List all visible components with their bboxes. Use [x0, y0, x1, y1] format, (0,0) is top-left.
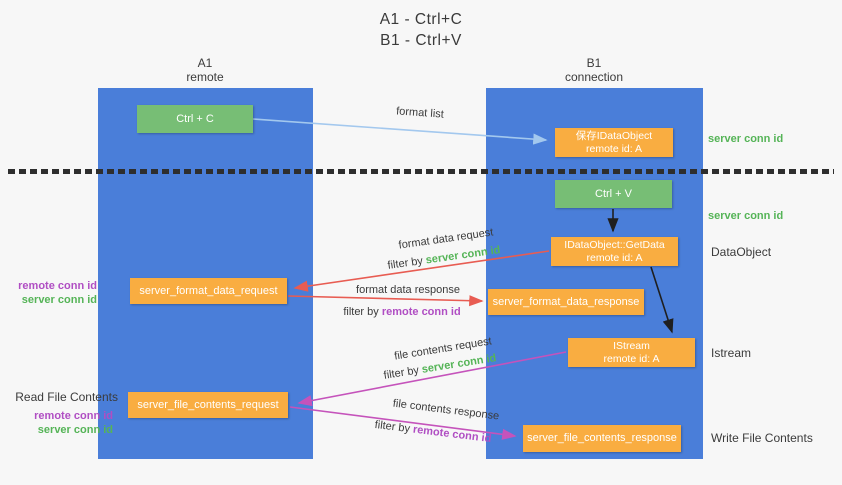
arrow-format-data-response — [287, 295, 484, 307]
lane-a1-role: remote — [186, 70, 224, 84]
node-server-format-data-request: server_format_data_request — [130, 278, 287, 304]
node-save-idataobject: 保存IDataObject remote id: A — [555, 128, 673, 157]
label-filter-remote-conn-1: filter by remote conn id — [332, 306, 472, 318]
lane-a1-name: A1 — [197, 56, 213, 70]
save-idataobject-line1: 保存IDataObject — [575, 129, 653, 142]
node-idataobject-getdata: IDataObject::GetData remote id: A — [551, 237, 678, 266]
format-response-label: server_format_data_response — [492, 295, 640, 308]
save-idataobject-line2: remote id: A — [585, 142, 643, 155]
node-ctrl-v: Ctrl + V — [555, 180, 672, 208]
node-ctrl-c: Ctrl + C — [137, 105, 253, 133]
label-read-file-contents: Read File Contents — [15, 390, 118, 404]
lane-header-b1: B1 connection — [539, 56, 649, 84]
label-conn-ids-left-1: remote conn id server conn id — [2, 279, 97, 307]
remote-conn-id-left-2: remote conn id — [34, 410, 113, 422]
format-request-label: server_format_data_request — [139, 284, 278, 297]
label-dataobject: DataObject — [711, 245, 772, 259]
filter-by-text-2: filter by — [343, 306, 382, 318]
title-line-1: A1 - Ctrl+C — [379, 11, 463, 28]
label-server-conn-id-mid: server conn id — [708, 210, 784, 222]
ctrl-c-label: Ctrl + C — [176, 112, 214, 125]
title-line-2: B1 - Ctrl+V — [380, 32, 462, 49]
node-server-file-contents-response: server_file_contents_response — [523, 425, 681, 452]
ctrl-v-label: Ctrl + V — [595, 187, 632, 200]
lane-header-a1: A1 remote — [150, 56, 260, 84]
label-istream: Istream — [711, 346, 752, 360]
label-format-data-response: format data response — [356, 284, 460, 296]
arrow-format-list — [252, 118, 548, 145]
arrow-format-data-request — [293, 250, 550, 292]
server-conn-id-left-2: server conn id — [37, 424, 113, 436]
remote-conn-id-left-1: remote conn id — [18, 280, 97, 292]
arrow-file-contents-request — [297, 351, 567, 407]
node-server-format-data-response: server_format_data_response — [488, 289, 644, 315]
label-write-file-contents: Write File Contents — [711, 431, 813, 445]
remote-conn-id-key-1: remote conn id — [381, 306, 461, 318]
getdata-line2: remote id: A — [586, 251, 643, 264]
session-separator-dotted-line — [8, 169, 834, 174]
lane-b1-name: B1 — [586, 56, 602, 70]
server-conn-id-left-1: server conn id — [21, 294, 97, 306]
file-request-label: server_file_contents_request — [137, 398, 279, 411]
label-conn-ids-left-2: remote conn id server conn id — [2, 409, 113, 437]
diagram-title: A1 - Ctrl+C B1 - Ctrl+V — [311, 9, 531, 51]
istream-line1: IStream — [613, 339, 650, 352]
node-server-file-contents-request: server_file_contents_request — [128, 392, 288, 418]
file-response-label: server_file_contents_response — [527, 432, 677, 444]
lane-b1-role: connection — [564, 70, 624, 84]
arrow-file-contents-response — [289, 406, 517, 440]
arrow-getdata-to-istream — [650, 266, 674, 334]
label-server-conn-id-top: server conn id — [708, 133, 784, 145]
istream-line2: remote id: A — [603, 352, 660, 365]
getdata-line1: IDataObject::GetData — [564, 238, 665, 251]
node-istream: IStream remote id: A — [568, 338, 695, 367]
